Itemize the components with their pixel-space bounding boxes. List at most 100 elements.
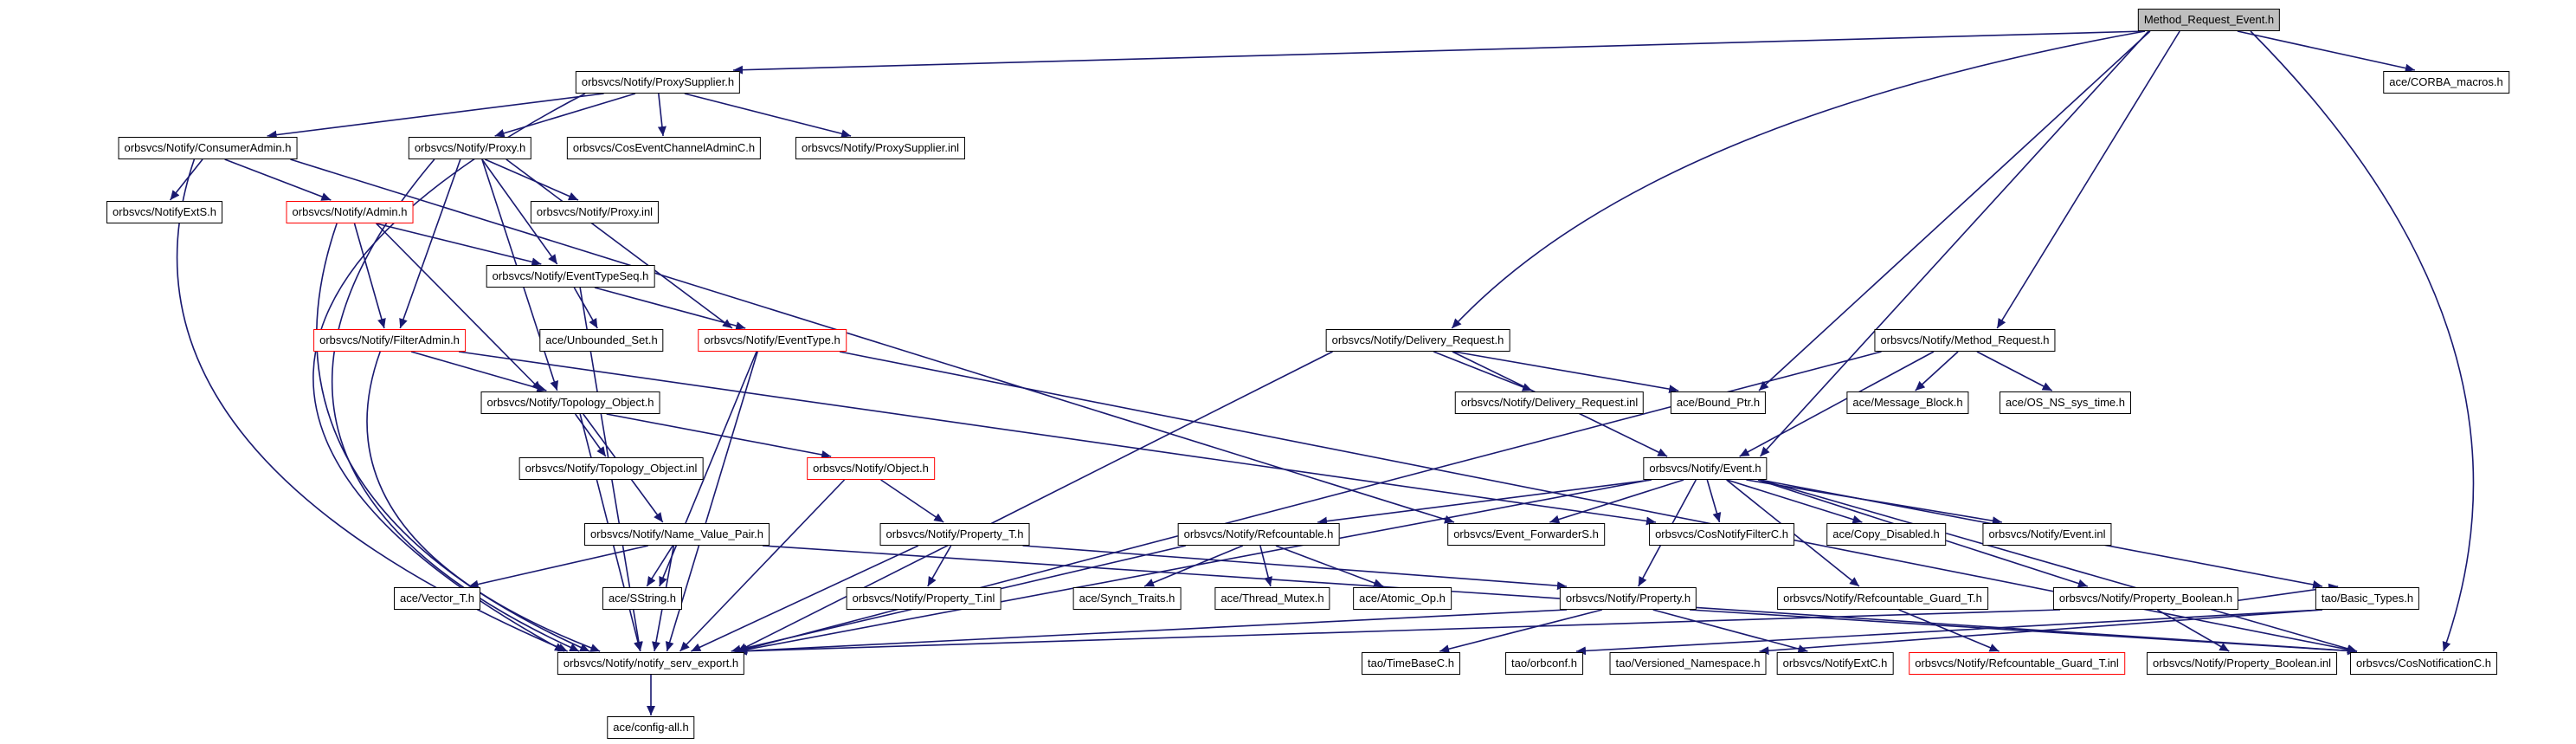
graph-node-refcountable_guard_t[interactable]: orbsvcs/Notify/Refcountable_Guard_T.h	[1777, 587, 1988, 610]
edge-admin--event_type_seq	[376, 223, 542, 267]
edge-method_request--message_block	[1915, 351, 1959, 391]
edge-consumer_admin--admin	[224, 159, 332, 201]
graph-node-message_block[interactable]: ace/Message_Block.h	[1846, 391, 1969, 414]
edge-event--copy_disabled	[1726, 479, 1863, 524]
graph-node-refcountable[interactable]: orbsvcs/Notify/Refcountable.h	[1177, 523, 1340, 546]
graph-node-cos_notify_filter[interactable]: orbsvcs/CosNotifyFilterC.h	[1649, 523, 1794, 546]
edge-method_request_event--corba_macros	[2237, 30, 2416, 73]
graph-node-refcountable_guard_t_inl[interactable]: orbsvcs/Notify/Refcountable_Guard_T.inl	[1909, 652, 2125, 675]
edge-refcountable--atomic_op	[1275, 545, 1384, 587]
graph-node-consumer_admin[interactable]: orbsvcs/Notify/ConsumerAdmin.h	[118, 137, 298, 159]
graph-node-bound_ptr[interactable]: ace/Bound_Ptr.h	[1670, 391, 1767, 414]
edge-delivery_request--bound_ptr	[1453, 351, 1679, 394]
graph-node-filter_admin[interactable]: orbsvcs/Notify/FilterAdmin.h	[313, 329, 466, 352]
edge-delivery_request--notify_serv_export	[737, 351, 1333, 652]
graph-node-proxy_supplier_inl[interactable]: orbsvcs/Notify/ProxySupplier.inl	[795, 137, 966, 159]
graph-node-delivery_request_inl[interactable]: orbsvcs/Notify/Delivery_Request.inl	[1454, 391, 1645, 414]
edge-method_request--os_ns_sys_time	[1976, 351, 2053, 391]
edge-proxy_supplier--consumer_admin	[267, 93, 604, 139]
edge-property--notify_ext_c	[1652, 609, 1808, 653]
edge-property_t--property_t_inl	[927, 545, 952, 587]
graph-node-method_request[interactable]: orbsvcs/Notify/Method_Request.h	[1874, 329, 2056, 352]
graph-node-config_all[interactable]: ace/config-all.h	[607, 716, 695, 739]
edge-proxy_supplier--proxy	[494, 93, 636, 138]
edge-basic_types--orbconf	[1575, 609, 2323, 656]
graph-node-copy_disabled[interactable]: ace/Copy_Disabled.h	[1826, 523, 1946, 546]
edge-event--cos_notification	[1760, 479, 2358, 653]
graph-node-notify_serv_export[interactable]: orbsvcs/Notify/notify_serv_export.h	[557, 652, 745, 675]
graph-node-versioned_namespace[interactable]: tao/Versioned_Namespace.h	[1609, 652, 1767, 675]
graph-node-property_boolean[interactable]: orbsvcs/Notify/Property_Boolean.h	[2052, 587, 2239, 610]
graph-node-notify_ext_s[interactable]: orbsvcs/NotifyExtS.h	[106, 201, 222, 223]
graph-node-object[interactable]: orbsvcs/Notify/Object.h	[807, 457, 935, 480]
graph-node-method_request_event: Method_Request_Event.h	[2137, 9, 2281, 31]
edge-method_request--event	[1739, 351, 1935, 457]
edge-object--notify_serv_export	[679, 479, 846, 652]
edge-method_request_event--cos_notification	[2250, 30, 2475, 652]
graph-node-event_inl[interactable]: orbsvcs/Notify/Event.inl	[1982, 523, 2112, 546]
graph-node-event_forwarder_s[interactable]: orbsvcs/Event_ForwarderS.h	[1447, 523, 1605, 546]
edge-method_request_event--bound_ptr	[1758, 30, 2151, 391]
graph-node-thread_mutex[interactable]: ace/Thread_Mutex.h	[1214, 587, 1330, 610]
graph-node-admin[interactable]: orbsvcs/Notify/Admin.h	[286, 201, 414, 223]
edge-object--property_t	[880, 479, 944, 523]
graph-node-proxy_inl[interactable]: orbsvcs/Notify/Proxy.inl	[530, 201, 660, 223]
edge-event--event_forwarder_s	[1549, 479, 1684, 524]
graph-node-orbconf[interactable]: tao/orbconf.h	[1505, 652, 1583, 675]
edge-consumer_admin--notify_ext_s	[169, 159, 203, 201]
edge-admin--topology_object	[376, 223, 542, 391]
edge-event_type_seq--unbounded_set	[573, 287, 598, 329]
graph-node-event[interactable]: orbsvcs/Notify/Event.h	[1643, 457, 1768, 480]
edge-proxy--proxy_inl	[484, 159, 579, 201]
edge-property_boolean--property_boolean_inl	[2156, 609, 2230, 652]
graph-node-cos_notification[interactable]: orbsvcs/CosNotificationC.h	[2349, 652, 2498, 675]
graph-node-corba_macros[interactable]: ace/CORBA_macros.h	[2383, 71, 2509, 94]
graph-node-topology_object_inl[interactable]: orbsvcs/Notify/Topology_Object.inl	[518, 457, 704, 480]
edge-topology_object--topology_object_inl	[574, 413, 607, 457]
edge-name_value_pair--vector_t	[468, 545, 648, 589]
edge-proxy--event_type	[506, 159, 733, 329]
edge-basic_types--versioned_namespace	[1759, 609, 2323, 656]
edge-filter_admin--notify_serv_export	[366, 351, 601, 652]
edge-method_request_event--method_request	[1996, 30, 2180, 329]
graph-node-property_t[interactable]: orbsvcs/Notify/Property_T.h	[879, 523, 1030, 546]
edge-event_type_seq--event_type	[594, 287, 746, 330]
edge-property_boolean--notify_serv_export	[737, 609, 2061, 656]
graph-node-property[interactable]: orbsvcs/Notify/Property.h	[1559, 587, 1697, 610]
graph-node-synch_traits[interactable]: ace/Synch_Traits.h	[1072, 587, 1182, 610]
edge-consumer_admin--event_forwarder_s	[290, 159, 1455, 524]
graph-node-proxy[interactable]: orbsvcs/Notify/Proxy.h	[408, 137, 532, 159]
graph-node-cos_event_channel_admin[interactable]: orbsvcs/CosEventChannelAdminC.h	[566, 137, 762, 159]
edge-filter_admin--topology_object	[410, 351, 547, 392]
graph-node-vector_t[interactable]: ace/Vector_T.h	[394, 587, 480, 610]
graph-node-name_value_pair[interactable]: orbsvcs/Notify/Name_Value_Pair.h	[584, 523, 770, 546]
edge-proxy_supplier--cos_event_channel_admin	[657, 93, 667, 137]
edge-event_type--sstring	[659, 351, 757, 587]
graph-node-atomic_op[interactable]: ace/Atomic_Op.h	[1353, 587, 1452, 610]
edge-proxy--filter_admin	[399, 159, 461, 329]
graph-node-property_boolean_inl[interactable]: orbsvcs/Notify/Property_Boolean.inl	[2147, 652, 2337, 675]
edge-proxy_supplier--proxy_supplier_inl	[684, 93, 852, 139]
graph-node-delivery_request[interactable]: orbsvcs/Notify/Delivery_Request.h	[1325, 329, 1510, 352]
edge-method_request_event--event	[1759, 30, 2149, 457]
graph-node-event_type[interactable]: orbsvcs/Notify/EventType.h	[698, 329, 847, 352]
graph-node-basic_types[interactable]: tao/Basic_Types.h	[2315, 587, 2420, 610]
graph-node-sstring[interactable]: ace/SString.h	[602, 587, 683, 610]
edge-admin--filter_admin	[353, 223, 386, 329]
edge-name_value_pair--sstring	[646, 545, 673, 587]
edge-filter_admin--cos_notify_filter	[458, 351, 1657, 526]
edge-method_request_event--proxy_supplier	[732, 30, 2146, 74]
graph-node-unbounded_set[interactable]: ace/Unbounded_Set.h	[539, 329, 664, 352]
edge-event--cos_notify_filter	[1706, 479, 1722, 523]
graph-node-notify_ext_c[interactable]: orbsvcs/NotifyExtC.h	[1776, 652, 1894, 675]
edge-topology_object--object	[606, 413, 832, 459]
graph-node-proxy_supplier[interactable]: orbsvcs/Notify/ProxySupplier.h	[575, 71, 741, 94]
graph-node-event_type_seq[interactable]: orbsvcs/Notify/EventTypeSeq.h	[486, 265, 655, 288]
edge-event--refcountable	[1317, 479, 1652, 526]
graph-node-timebase_c[interactable]: tao/TimeBaseC.h	[1362, 652, 1460, 675]
graph-node-topology_object[interactable]: orbsvcs/Notify/Topology_Object.h	[480, 391, 660, 414]
graph-node-os_ns_sys_time[interactable]: ace/OS_NS_sys_time.h	[1999, 391, 2132, 414]
edge-method_request_event--delivery_request	[1451, 30, 2146, 329]
graph-node-property_t_inl[interactable]: orbsvcs/Notify/Property_T.inl	[846, 587, 1001, 610]
